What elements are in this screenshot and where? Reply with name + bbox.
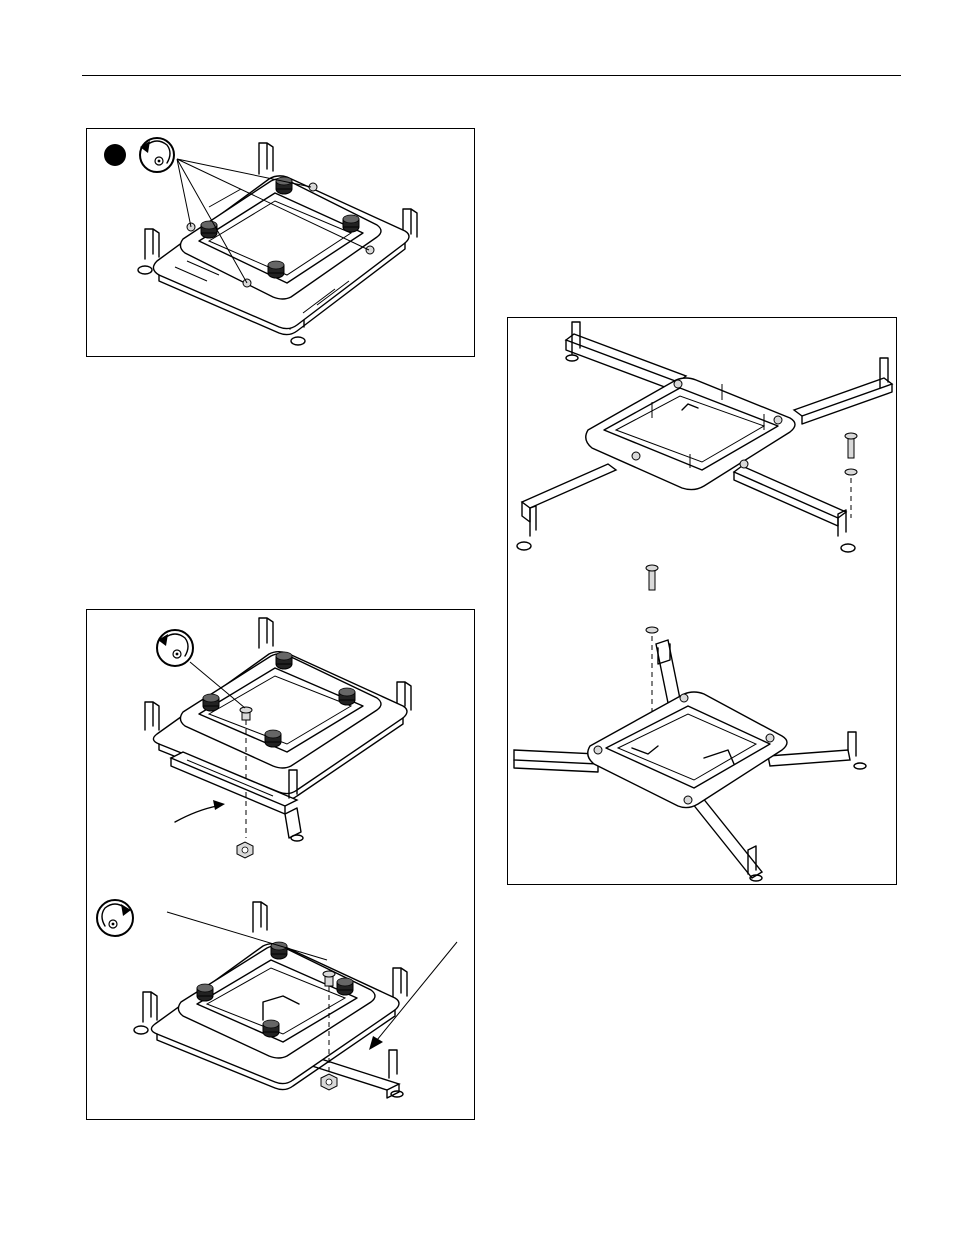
figure-loosen-screws xyxy=(86,128,475,357)
rotate-counterclockwise-icon xyxy=(157,630,193,666)
rotate-clockwise-icon xyxy=(97,900,133,936)
figure-assemble-arms xyxy=(507,317,897,885)
lower-assembly xyxy=(134,902,457,1098)
rotate-counterclockwise-icon xyxy=(140,138,174,172)
figure-attach-bracket xyxy=(86,609,475,1120)
mount-arms-illustration xyxy=(508,318,898,886)
upper-spider-assembly xyxy=(517,322,892,552)
adapter-plate-illustration xyxy=(87,129,476,358)
filled-circle-icon xyxy=(104,144,126,166)
lower-spider-assembly xyxy=(514,565,866,881)
bracket-attachment-illustration xyxy=(87,610,476,1121)
header-rule xyxy=(82,75,901,76)
